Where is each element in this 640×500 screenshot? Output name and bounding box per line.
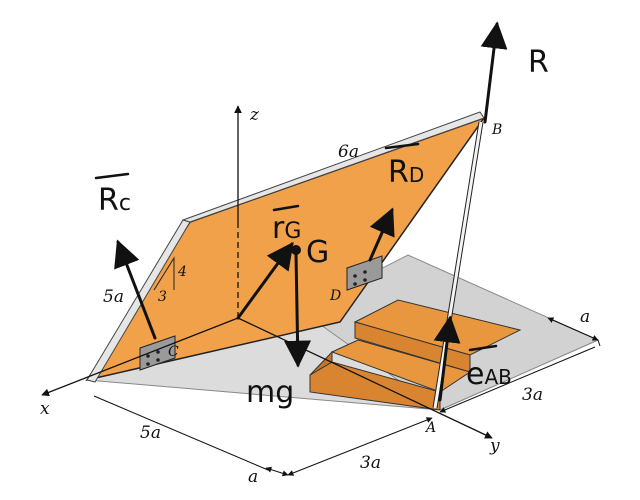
vector-rg-label: rG [272,211,301,246]
force-rc-sub: c [119,191,131,216]
dimension-label-5a-bottom: 5a [140,423,161,443]
weight-mg-arrow [284,252,312,368]
slope-label-4: 4 [177,264,187,280]
force-rd-label: RD [388,155,424,190]
force-rc-label: Rc [98,183,131,218]
hinge-c [139,335,176,371]
force-rd-arrow [368,207,395,262]
axis-label-y: y [489,436,500,456]
slope-indicator: 4 3 [153,256,187,305]
axis-label-x: x [40,399,50,419]
vector-rg-main: r [272,211,285,246]
unit-eab-main: e [466,357,484,392]
x-axis [41,317,239,397]
dimension-lines [93,317,601,477]
force-rc-arrow [114,239,157,340]
y-axis [237,317,493,439]
dimension-label-a-right: a [580,307,590,327]
point-g-label: G [306,235,329,270]
dimension-label-3a-bottom: 3a [360,453,381,473]
point-label-c: C [168,344,179,360]
center-of-mass-point [291,245,301,255]
force-rc-main: R [98,183,119,218]
unit-eab-sub: AB [484,365,511,389]
force-r-label: R [528,45,549,80]
support-bar-ab [432,121,484,409]
vector-rg-sub: G [284,219,301,244]
point-label-d: D [329,288,341,304]
vector-rg-arrow [236,241,294,320]
dimension-label-5a-left: 5a [103,287,124,307]
axis-label-z: z [249,105,260,125]
force-rd-main: R [388,155,409,190]
unit-eab-arrow [433,315,461,402]
point-label-b: B [491,122,502,138]
dimension-label-6a: 6a [338,142,359,162]
axes: z x y [40,105,500,456]
unit-eab-label: eAB [466,357,512,392]
dimension-label-a-bottom: a [248,467,258,487]
force-r-arrow [480,21,508,124]
handwritten-annotations [94,21,508,402]
point-label-a: A [424,420,436,436]
dimension-label-3a-right: 3a [522,385,543,405]
slope-label-3: 3 [158,289,167,305]
weight-mg-label: mg [246,375,294,410]
force-rd-sub: D [409,163,424,187]
